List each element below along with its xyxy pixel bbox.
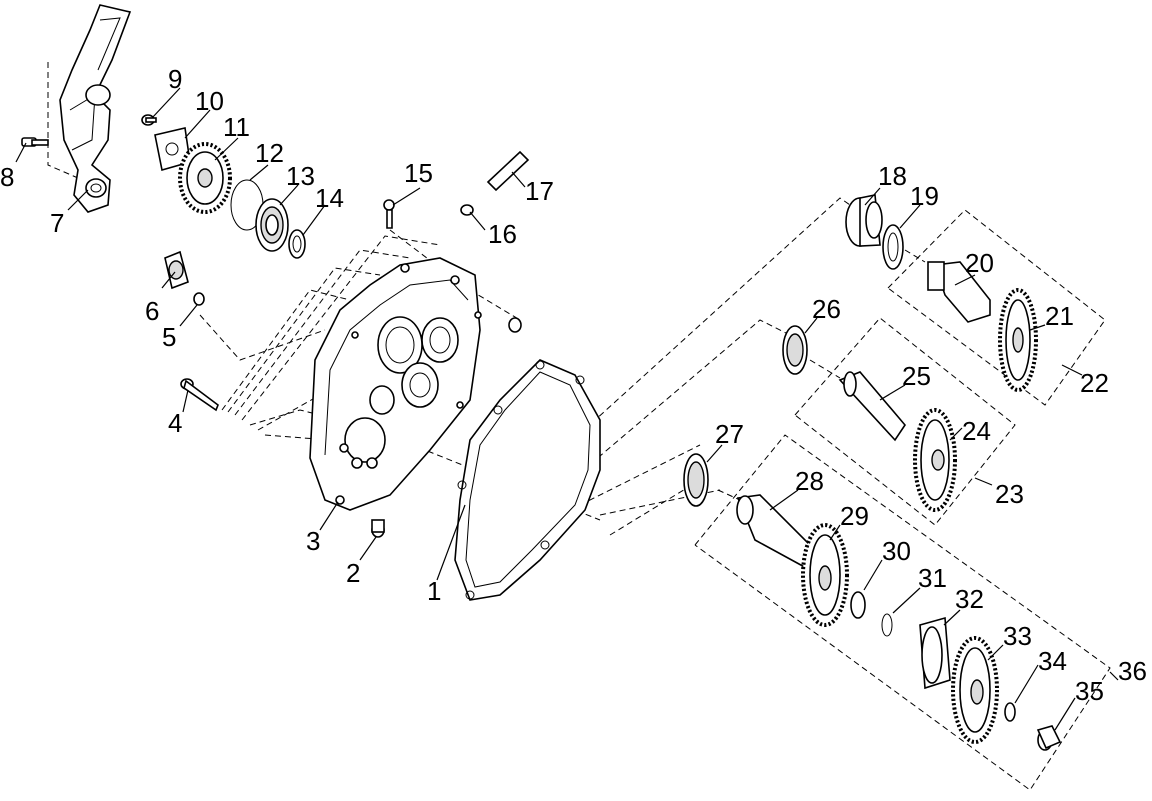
callout-5: 5 xyxy=(162,322,176,352)
callout-30: 30 xyxy=(882,536,911,566)
part-5-washer xyxy=(193,292,205,306)
callout-26: 26 xyxy=(812,294,841,324)
part-30-washer xyxy=(850,591,866,619)
part-15-hanger xyxy=(383,199,395,229)
part-13-bearing xyxy=(255,198,289,252)
callout-32: 32 xyxy=(955,584,984,614)
part-9-screw xyxy=(141,114,157,126)
callout-29: 29 xyxy=(840,501,869,531)
callout-33: 33 xyxy=(1003,621,1032,651)
part-3-case xyxy=(309,257,482,511)
callout-36: 36 xyxy=(1118,656,1147,686)
callout-20: 20 xyxy=(965,248,994,278)
callout-4: 4 xyxy=(168,408,182,438)
part-6-fitting xyxy=(164,250,189,290)
callout-9: 9 xyxy=(168,64,182,94)
callout-7: 7 xyxy=(50,208,64,238)
callout-27: 27 xyxy=(715,419,744,449)
callout-8: 8 xyxy=(0,162,14,192)
part-25-pinion-shaft xyxy=(838,371,907,442)
part-18-bearing xyxy=(845,194,883,247)
callout-24: 24 xyxy=(962,416,991,446)
part-7-bracket xyxy=(59,4,132,213)
part-17-pin xyxy=(486,150,530,192)
part-14-ring xyxy=(288,229,306,259)
part-21-gear xyxy=(998,288,1038,392)
leader-lines xyxy=(15,87,1119,731)
callout-23: 23 xyxy=(995,479,1024,509)
callout-17: 17 xyxy=(525,176,554,206)
part-31-circlip xyxy=(881,613,893,637)
part-32-hub xyxy=(919,616,951,690)
part-2-dowel xyxy=(371,519,385,538)
part-11-sprocket xyxy=(178,142,232,214)
callout-22: 22 xyxy=(1080,368,1109,398)
callout-19: 19 xyxy=(910,181,939,211)
callout-21: 21 xyxy=(1045,301,1074,331)
part-26-bearing xyxy=(782,325,808,375)
callout-10: 10 xyxy=(195,86,224,116)
part-8-bolt xyxy=(21,137,49,147)
part-28-shaft xyxy=(736,494,816,572)
part-20-shaft xyxy=(927,261,991,323)
callout-1: 1 xyxy=(427,576,441,606)
callout-11: 11 xyxy=(223,112,250,142)
callout-labels: 1 2 3 4 5 6 7 8 9 10 11 12 13 14 15 16 1… xyxy=(0,64,1147,706)
part-35-bushing xyxy=(1036,725,1062,751)
part-1-gasket xyxy=(454,359,601,601)
part-27-bearing xyxy=(683,453,709,507)
dowel-pin-upper xyxy=(508,317,522,333)
callout-6: 6 xyxy=(145,296,159,326)
part-29-gear xyxy=(801,523,849,627)
callout-34: 34 xyxy=(1038,646,1067,676)
part-19-ring xyxy=(882,224,904,270)
callout-31: 31 xyxy=(918,563,947,593)
callout-13: 13 xyxy=(286,161,315,191)
part-33-gear xyxy=(951,636,999,744)
callout-18: 18 xyxy=(878,161,907,191)
callout-35: 35 xyxy=(1075,676,1104,706)
callout-28: 28 xyxy=(795,466,824,496)
callout-25: 25 xyxy=(902,361,931,391)
callout-16: 16 xyxy=(488,219,517,249)
callout-3: 3 xyxy=(306,526,320,556)
callout-14: 14 xyxy=(315,183,344,213)
part-24-gear xyxy=(913,408,957,512)
part-34-washer xyxy=(1004,702,1016,722)
callout-15: 15 xyxy=(404,158,433,188)
callout-2: 2 xyxy=(346,558,360,588)
callout-12: 12 xyxy=(255,138,284,168)
part-4-bolt xyxy=(180,378,219,412)
